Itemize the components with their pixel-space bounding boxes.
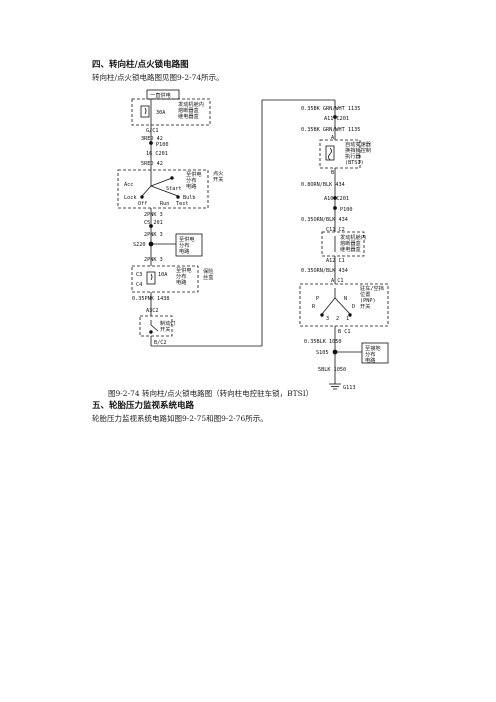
ign-pos-bulb: Bulb <box>183 195 196 201</box>
left-wire-2: 5RED 42 <box>141 161 163 167</box>
section-5-paragraph: 轮胎压力监视系统电路如图9-2-75和图9-2-76所示。 <box>92 414 268 423</box>
right-wire-6: 0.35BLK 1050 <box>304 339 341 345</box>
fuse-block-box <box>131 265 199 293</box>
right-conn-b: B <box>331 170 334 176</box>
fuse-block-fuse <box>146 271 156 285</box>
ign-pos-acc: Acc <box>124 182 133 188</box>
right-wire-1: 0.35BK GRN/WHT 1135 <box>301 106 360 112</box>
left-wire-6: 0.35PNK 1438 <box>132 296 169 302</box>
always-power-label: 一直供电 <box>150 91 171 99</box>
ign-pos-test: Test <box>176 201 189 207</box>
right-wire-4: 0.35ORN/BLK 434 <box>301 217 348 223</box>
fuse-c-bottom: C4 <box>136 282 142 288</box>
left-fuse-rating: 30A <box>156 110 166 116</box>
section-4-heading: 四、转向柱/点火锁电路图 <box>92 60 189 70</box>
s220-reference-box <box>175 233 203 257</box>
fuse-desc-2: 丝盒 <box>203 273 214 281</box>
fuse-c-rating: 10A <box>158 272 168 278</box>
fuse-c-text-1: 至供电 <box>176 266 192 274</box>
right-conn-a12: A12 C1 <box>326 258 345 264</box>
left-p100: P100 <box>156 142 169 148</box>
left-module-text-3: 继电器盒 <box>178 112 200 120</box>
ign-pos-run: Run <box>160 201 169 207</box>
left-wire-4: 2PNK 3 <box>144 232 163 238</box>
right-p100: P100 <box>340 207 353 213</box>
fuse-c-top: C3 <box>136 272 142 278</box>
ground-g113: G113 <box>343 385 356 391</box>
brake-switch-box <box>139 315 173 337</box>
section-4-paragraph: 转向柱/点火锁电路图见图9-2-74所示。 <box>92 73 224 82</box>
s105-ref-3: 电路 <box>365 356 376 364</box>
right-c201-b: A10 C201 <box>324 196 349 202</box>
right-module-text-1: 发动机舱内 <box>340 233 366 241</box>
right-wire-3: 0.8ORN/BLK 434 <box>301 182 345 188</box>
left-c201-1: 16 C201 <box>146 151 168 157</box>
ign-pos-off: Off <box>138 201 147 207</box>
ign-pos-lock: Lock <box>124 195 137 201</box>
pnp-text-2: 位置 <box>360 290 370 298</box>
actuator-text-4: (BTSI) <box>345 160 364 166</box>
right-conn-a1: A C1 <box>331 278 344 284</box>
pnp-letter-1: 1 <box>346 316 349 322</box>
fuse-c-text-3: 电路 <box>176 278 187 286</box>
pnp-letter-3: 3 <box>326 316 329 322</box>
ign-box-text-1: 至供电 <box>186 170 202 178</box>
pnp-letter-r: R <box>312 304 316 310</box>
s220-ref-1: 至供电 <box>179 235 195 243</box>
left-conn-c1: G/C1 <box>146 128 159 134</box>
left-module-box <box>131 98 211 126</box>
s220-ref-2: 分布 <box>179 241 189 249</box>
left-wire-3: 2PNK 3 <box>144 212 163 218</box>
brake-conn-top: A3C2 <box>146 308 159 314</box>
left-wire-5: 2PNK 3 <box>144 257 163 263</box>
ign-desc-2: 开关 <box>213 175 223 183</box>
right-c201-a: A11 C201 <box>324 116 349 122</box>
actuator-text-2: 换挡锁控制 <box>345 146 371 154</box>
brake-conn-bottom: B/C2 <box>154 340 167 346</box>
right-s105: S105 <box>316 350 329 356</box>
right-conn-a: A <box>331 135 335 141</box>
right-module-text-2: 熔断器盒 <box>340 239 362 247</box>
section-5-heading: 五、轮胎压力监视系统电路 <box>92 401 195 411</box>
actuator-text-3: 执行器 <box>345 152 361 160</box>
brake-desc-2: 开关 <box>160 325 170 333</box>
pnp-letter-2: 2 <box>336 316 339 322</box>
brake-desc-1: 制动灯 <box>160 319 176 327</box>
left-c201-2: C5 201 <box>144 220 163 226</box>
s105-ref-2: 分布 <box>365 350 375 358</box>
pnp-text-3: (PNP) <box>360 298 376 304</box>
ign-desc-1: 点火 <box>213 170 223 177</box>
right-conn-bc1: B C1 <box>338 329 351 335</box>
left-wire-1: 3RED 42 <box>141 136 163 142</box>
s105-reference-box <box>361 342 389 364</box>
actuator-text-1: 自动变速器 <box>345 140 372 148</box>
pnp-letter-n: N <box>344 296 347 302</box>
s105-ref-1: 至接地 <box>365 344 381 352</box>
ignition-switch-box <box>117 169 209 209</box>
btsi-actuator-box <box>319 139 361 169</box>
ign-box-text-2: 分布 <box>186 176 196 184</box>
left-fuse-symbol <box>140 105 150 118</box>
pnp-text-1: 驻车/空挡 <box>360 284 384 292</box>
right-module-text-3: 继电器盒 <box>340 245 362 253</box>
left-module-text-2: 熔断器盒 <box>178 106 200 114</box>
left-module-text-1: 发动机舱内 <box>178 100 204 108</box>
pnp-text-4: 开关 <box>360 302 370 310</box>
right-wire-2: 0.35BK GRN/WHT 1135 <box>301 127 360 133</box>
s220-ref-3: 电路 <box>179 247 190 255</box>
pnp-letter-d: D <box>352 304 355 310</box>
right-conn-c11: C11 C2 <box>326 227 345 233</box>
fuse-c-text-2: 分布 <box>176 272 186 280</box>
right-module-box <box>321 231 365 257</box>
figure-caption: 图9-2-74 转向柱/点火锁电路图（转向柱电控驻车锁，BTSI） <box>108 389 314 398</box>
ign-box-text-3: 电路 <box>186 182 197 190</box>
right-wire-5: 0.35ORN/BLK 434 <box>301 268 348 274</box>
left-s220: S220 <box>133 242 146 248</box>
pnp-letter-p: P <box>316 296 319 302</box>
right-wire-7: 5BLK 1050 <box>318 367 346 373</box>
ign-pos-start: Start <box>166 186 182 192</box>
fuse-desc-1: 保险 <box>203 267 214 275</box>
